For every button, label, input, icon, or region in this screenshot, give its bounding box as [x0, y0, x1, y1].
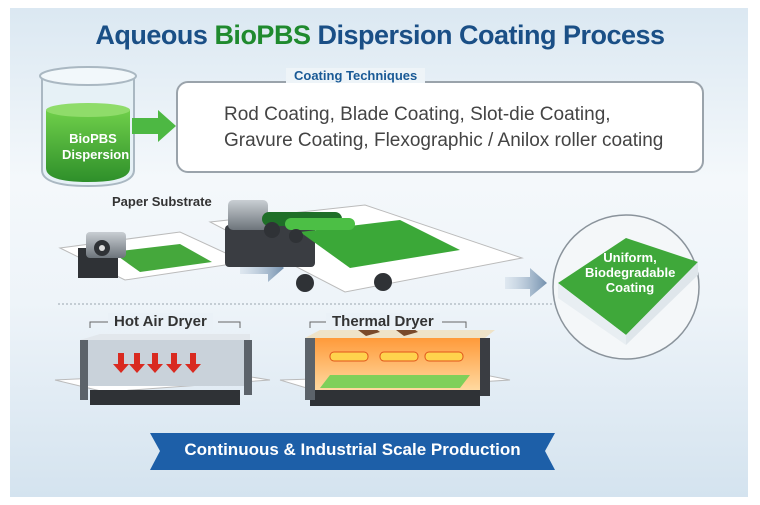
paper-substrate-label: Paper Substrate — [112, 194, 212, 209]
coating-techniques-box — [176, 81, 704, 173]
arrow-right-icon — [132, 110, 176, 142]
hot-air-dryer-label: Hot Air Dryer — [108, 313, 213, 330]
beaker-icon — [39, 66, 137, 188]
page-title: Aqueous BioPBS Dispersion Coating Proces… — [95, 20, 665, 50]
heater-lamps-icon — [329, 351, 464, 362]
coating-techniques-list: Rod Coating, Blade Coating, Slot-die Coa… — [224, 104, 664, 151]
thermal-dryer — [279, 326, 511, 406]
banner-ribbon — [150, 433, 555, 470]
banner-text: Continuous & Industrial Scale Production — [184, 440, 521, 459]
coating-closeup — [552, 214, 700, 360]
coating-techniques-label: Coating Techniques — [286, 68, 426, 83]
thermal-dryer-label: Thermal Dryer — [326, 313, 440, 330]
hot-air-arrows-icon — [113, 353, 201, 373]
paper-roll-machine — [58, 231, 247, 281]
flow-arrow-icon — [505, 268, 547, 297]
coating-machine — [208, 200, 524, 293]
hot-air-dryer — [54, 334, 271, 405]
